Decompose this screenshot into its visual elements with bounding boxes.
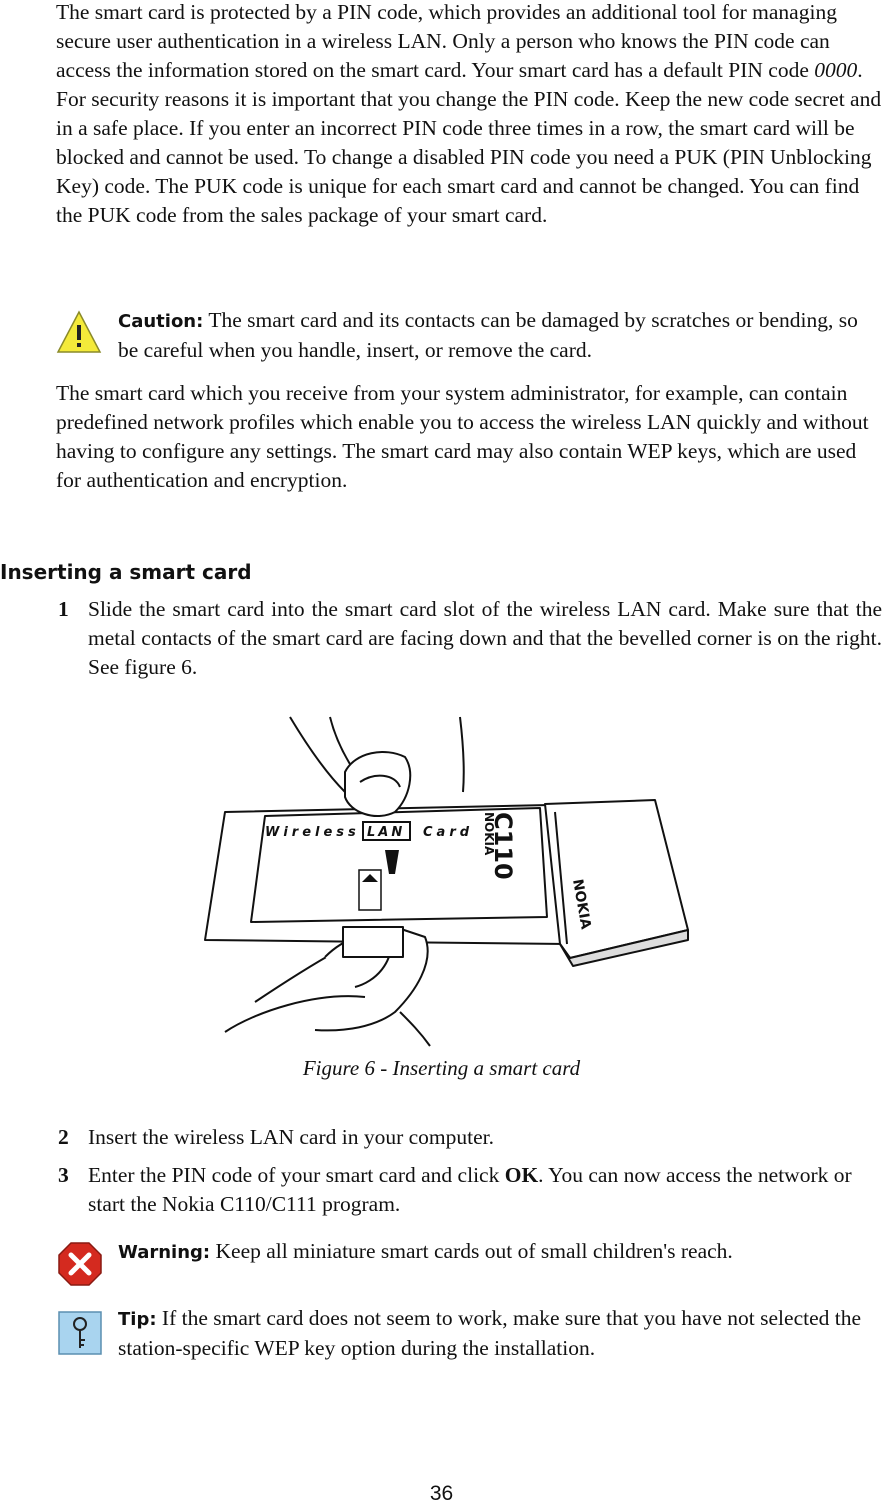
- tip-note: Tip: If the smart card does not seem to …: [118, 1304, 882, 1363]
- warning-note: Warning: Keep all miniature smart cards …: [118, 1237, 882, 1267]
- caution-label: Caution:: [118, 311, 204, 332]
- card-label-lan: LAN: [367, 825, 405, 840]
- tip-key-icon: [58, 1311, 102, 1355]
- smart-card-insertion-figure: Wireless LAN Card NOKIA C110 NOKIA: [204, 716, 689, 1047]
- intro-text-b: . For security reasons it is important t…: [56, 58, 882, 227]
- step-text: Enter the PIN code of your smart card an…: [88, 1163, 852, 1216]
- default-pin: 0000: [814, 58, 858, 82]
- page-number: 36: [429, 1482, 454, 1505]
- section-heading: Inserting a smart card: [0, 560, 252, 584]
- step-1: 1 Slide the smart card into the smart ca…: [58, 595, 882, 682]
- intro-paragraph: The smart card is protected by a PIN cod…: [56, 0, 882, 230]
- warning-x-icon: [58, 1242, 102, 1286]
- caution-note: Caution: The smart card and its contacts…: [118, 306, 882, 365]
- warning-text: Keep all miniature smart cards out of sm…: [210, 1239, 733, 1263]
- step-3: 3 Enter the PIN code of your smart card …: [58, 1161, 882, 1219]
- ok-button-reference: OK: [504, 1163, 539, 1187]
- card-model: C110: [489, 812, 517, 880]
- step-number: 1: [58, 597, 69, 621]
- card-label-card: Card: [423, 825, 473, 840]
- step-text: Insert the wireless LAN card in your com…: [88, 1125, 494, 1149]
- step-number: 2: [58, 1125, 69, 1149]
- profiles-paragraph: The smart card which you receive from yo…: [56, 381, 869, 492]
- card-brand: NOKIA: [482, 812, 496, 856]
- card-label-wireless: Wireless: [265, 825, 360, 840]
- warning-label: Warning:: [118, 1242, 211, 1263]
- step-number: 3: [58, 1163, 69, 1187]
- caution-triangle-icon: [56, 310, 102, 353]
- figure-caption: Figure 6 - Inserting a smart card: [302, 1056, 581, 1080]
- tip-label: Tip:: [118, 1309, 157, 1330]
- insert-arrow-icon: [385, 850, 399, 874]
- step-2: 2 Insert the wireless LAN card in your c…: [58, 1123, 882, 1152]
- caution-text: The smart card and its contacts can be d…: [118, 308, 858, 362]
- tip-text: If the smart card does not seem to work,…: [118, 1306, 862, 1360]
- intro-text-a: The smart card is protected by a PIN cod…: [56, 0, 837, 82]
- step-text: Slide the smart card into the smart card…: [88, 597, 882, 679]
- smart-card: [250, 807, 548, 923]
